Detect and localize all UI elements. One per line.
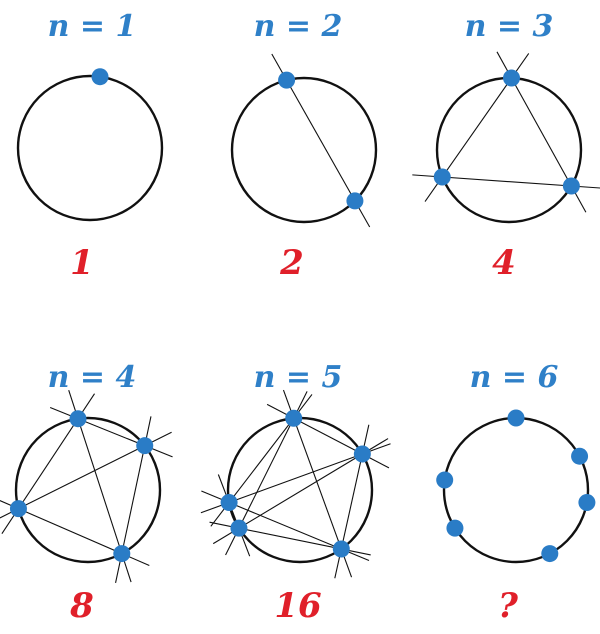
region-count: 4 bbox=[492, 243, 516, 283]
circle-point bbox=[433, 168, 451, 186]
circle-point bbox=[503, 69, 521, 87]
circle-point bbox=[446, 519, 464, 537]
circle bbox=[435, 76, 583, 224]
circle-point bbox=[136, 437, 154, 455]
panel-label: n = 1 bbox=[48, 9, 137, 44]
panel-n2: n = 2 2 bbox=[230, 9, 378, 283]
panel-label: n = 2 bbox=[254, 9, 343, 44]
panel-n1: n = 1 1 bbox=[16, 9, 164, 283]
region-count: 8 bbox=[69, 586, 94, 626]
circle-point bbox=[278, 71, 296, 89]
circle-point bbox=[220, 494, 238, 512]
circle-point bbox=[69, 410, 87, 428]
circle-point bbox=[578, 494, 596, 512]
circle-point bbox=[571, 447, 589, 465]
panel-label: n = 5 bbox=[254, 360, 343, 395]
circle-point bbox=[91, 68, 109, 86]
circle-point bbox=[562, 177, 580, 195]
region-count: 16 bbox=[274, 586, 321, 626]
circle-point bbox=[541, 545, 559, 563]
circle bbox=[230, 76, 378, 224]
panel-label: n = 6 bbox=[470, 360, 559, 395]
panel-n3: n = 3 4 bbox=[412, 9, 600, 283]
circle-point bbox=[9, 500, 27, 518]
region-count: ? bbox=[498, 586, 519, 626]
circle-point bbox=[285, 409, 303, 427]
circle-point bbox=[353, 445, 371, 463]
panel-n4: n = 4 8 bbox=[0, 360, 173, 626]
panel-label: n = 4 bbox=[48, 360, 137, 395]
chord-line bbox=[217, 474, 251, 557]
circle bbox=[16, 74, 164, 222]
circle-point bbox=[436, 471, 454, 489]
circle bbox=[14, 416, 162, 564]
circle-point bbox=[507, 409, 525, 427]
circle-point bbox=[346, 192, 364, 210]
region-count: 1 bbox=[70, 243, 94, 283]
panels-layer: n = 1 1 n = 2 2 n = 3 4 n = 4 8 n = 5 16 n = 6? bbox=[0, 9, 600, 626]
circle-point bbox=[230, 519, 248, 537]
panel-label: n = 3 bbox=[465, 9, 554, 44]
panel-n5: n = 5 16 bbox=[200, 360, 391, 626]
circle-point bbox=[332, 540, 350, 558]
region-count: 2 bbox=[279, 243, 304, 283]
panel-n6: n = 6? bbox=[436, 360, 596, 626]
circle-point bbox=[113, 545, 131, 563]
circle bbox=[442, 416, 590, 564]
